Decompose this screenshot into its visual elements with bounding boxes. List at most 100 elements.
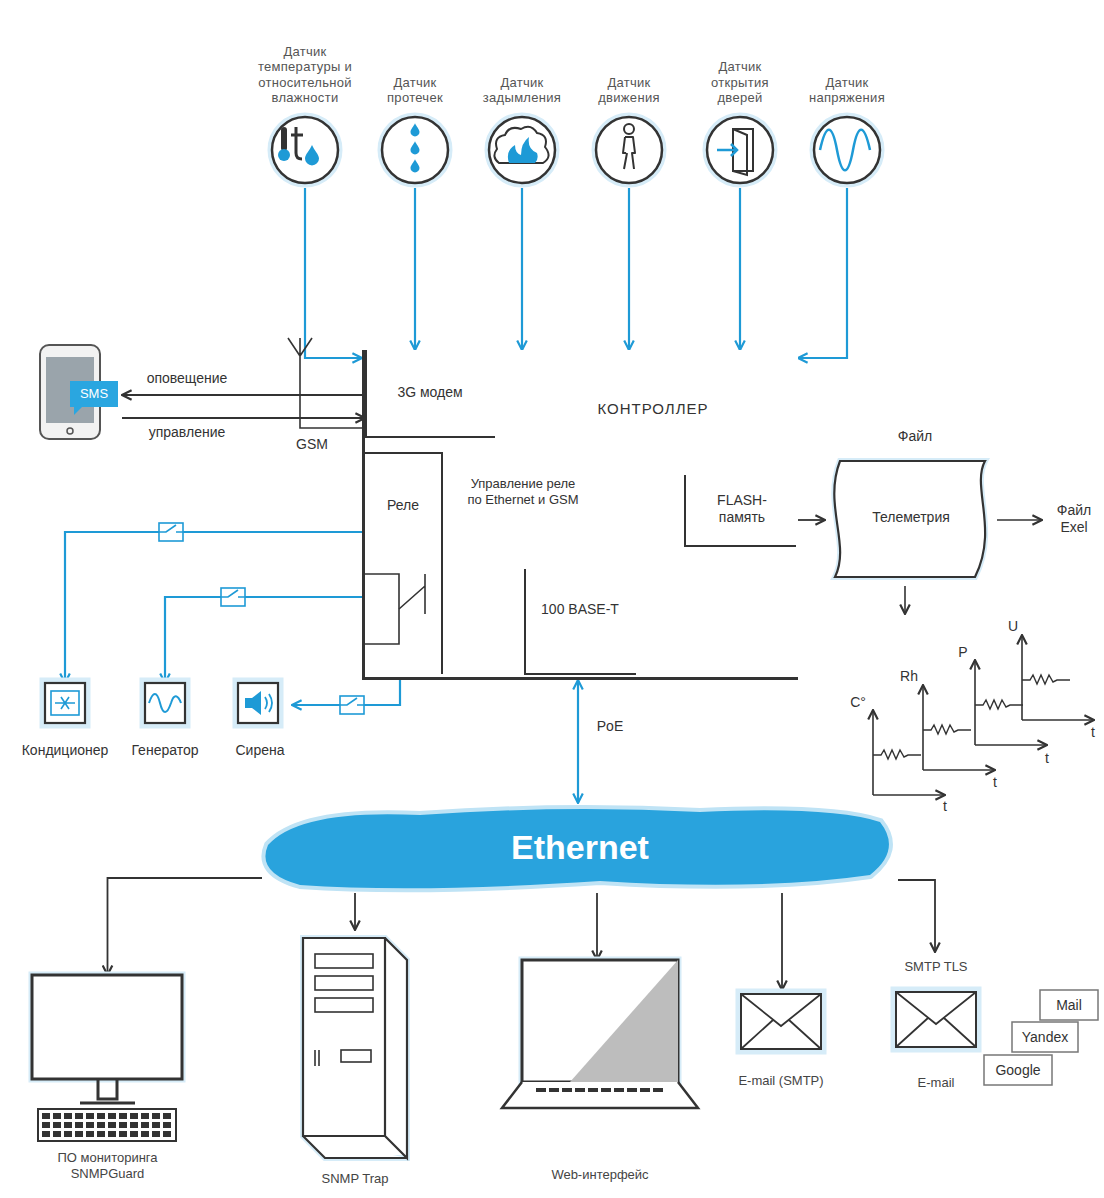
modem-box: 3G модем (365, 350, 495, 438)
node-text: Yandex (1012, 1022, 1078, 1052)
tower-halo (303, 938, 407, 1158)
axis-label: Rh (896, 668, 922, 685)
sensor-node: Датчик температуры и относительной влажн… (245, 8, 365, 188)
node-text: Google (984, 1055, 1052, 1085)
keyboard-key (97, 1113, 105, 1119)
switch-symbol (340, 696, 364, 714)
device-node: Генератор (120, 683, 210, 765)
switch-symbol (159, 523, 183, 541)
monitor-stand (80, 1079, 135, 1103)
connector-label: оповещение (132, 370, 242, 387)
keyboard-key (86, 1131, 94, 1137)
relay-coil (365, 574, 399, 644)
connector (739, 188, 741, 350)
keyboard-key (42, 1113, 50, 1119)
node-text: 3G модем (371, 380, 489, 404)
axis-label: t (1040, 750, 1054, 767)
band-halo (265, 809, 889, 888)
axis-label: U (1004, 618, 1022, 635)
thermometer-bulb (278, 149, 290, 161)
device-box (145, 683, 185, 723)
node-text: Сирена (220, 739, 300, 761)
email-node: E-mail (SMTP) (725, 990, 837, 1100)
envelope-halo (738, 991, 824, 1052)
relay-contact (399, 574, 425, 614)
laptop-key (640, 1088, 650, 1092)
connector (65, 532, 365, 683)
keyboard-key (75, 1131, 83, 1137)
sensor-circle (272, 117, 338, 183)
axis-label: C° (846, 694, 870, 711)
node-text: 100 BASE-T (530, 597, 630, 621)
sine-icon (820, 130, 870, 171)
thermometer-stem (281, 127, 287, 151)
keyboard-key (141, 1113, 149, 1119)
connector (305, 188, 362, 358)
keyboard-key (75, 1122, 83, 1128)
node-text: SMTP TLS (880, 956, 992, 978)
sensor-halo (381, 116, 449, 184)
keyboard-key (130, 1131, 138, 1137)
sensor-halo (706, 116, 774, 184)
keyboard-key (53, 1113, 61, 1119)
node-text: E-mail (880, 1072, 992, 1094)
sensor-node: Датчик открытия дверей (680, 8, 800, 188)
sensor-icon (411, 123, 420, 172)
sensor-circle (489, 117, 555, 183)
phone-button (67, 428, 73, 434)
switch-symbol (221, 588, 245, 606)
keyboard-key (97, 1122, 105, 1128)
connector (628, 188, 630, 350)
screen-shade (570, 960, 678, 1082)
keyboard-key (152, 1131, 160, 1137)
keyboard-key (119, 1113, 127, 1119)
keyboard-key (130, 1122, 138, 1128)
chart-axes (873, 710, 945, 795)
node-text: Телеметрия (845, 505, 977, 529)
axis-label: t (1086, 724, 1100, 741)
keyboard-key (97, 1131, 105, 1137)
chart-arrow (904, 586, 906, 614)
power-button (315, 1050, 319, 1066)
service-card: Yandex (1012, 1022, 1078, 1052)
connector (354, 893, 356, 930)
axis-label: t (988, 774, 1002, 791)
node-text: FLASH-память (702, 483, 782, 535)
siren-speaker (245, 691, 261, 715)
connector (122, 417, 365, 419)
email-node: SMTP TLS E-mail (880, 952, 992, 1102)
envelope-flap (741, 994, 821, 1049)
service-card (1040, 990, 1098, 1020)
chart-axes (975, 660, 1047, 745)
laptop-key (601, 1088, 611, 1092)
sensor-icon (717, 129, 753, 175)
antenna-wire (300, 380, 366, 428)
node-text: Кондиционер (5, 739, 125, 761)
keyboard (38, 1109, 176, 1141)
sensor-circle (814, 117, 880, 183)
sensor-icon (820, 130, 870, 171)
screen-halo (32, 975, 182, 1079)
connector (122, 394, 365, 396)
device-halo (235, 680, 281, 726)
envelope-icon (741, 994, 821, 1049)
file-shape (834, 461, 985, 577)
laptop-node: Web-интерфейс (500, 960, 700, 1195)
service-card: Mail (1040, 990, 1098, 1020)
node-text: Датчик температуры и относительной влажн… (253, 8, 357, 106)
connector (596, 893, 598, 960)
connector (165, 597, 365, 683)
connector (798, 519, 825, 521)
keyboard-key (163, 1113, 171, 1119)
node-text: Датчик задымления (479, 8, 565, 106)
keyboard-key (163, 1131, 171, 1137)
keyboard-key (130, 1113, 138, 1119)
node-text: ПО мониторинга SNMPGuard (20, 1145, 195, 1187)
envelope-icon (896, 992, 976, 1047)
node-shape (825, 425, 997, 583)
keyboard-key (119, 1122, 127, 1128)
keyboard-key (64, 1122, 72, 1128)
laptop-key (562, 1088, 572, 1092)
device-node: Кондиционер (15, 683, 115, 765)
keyboard-key (141, 1131, 149, 1137)
